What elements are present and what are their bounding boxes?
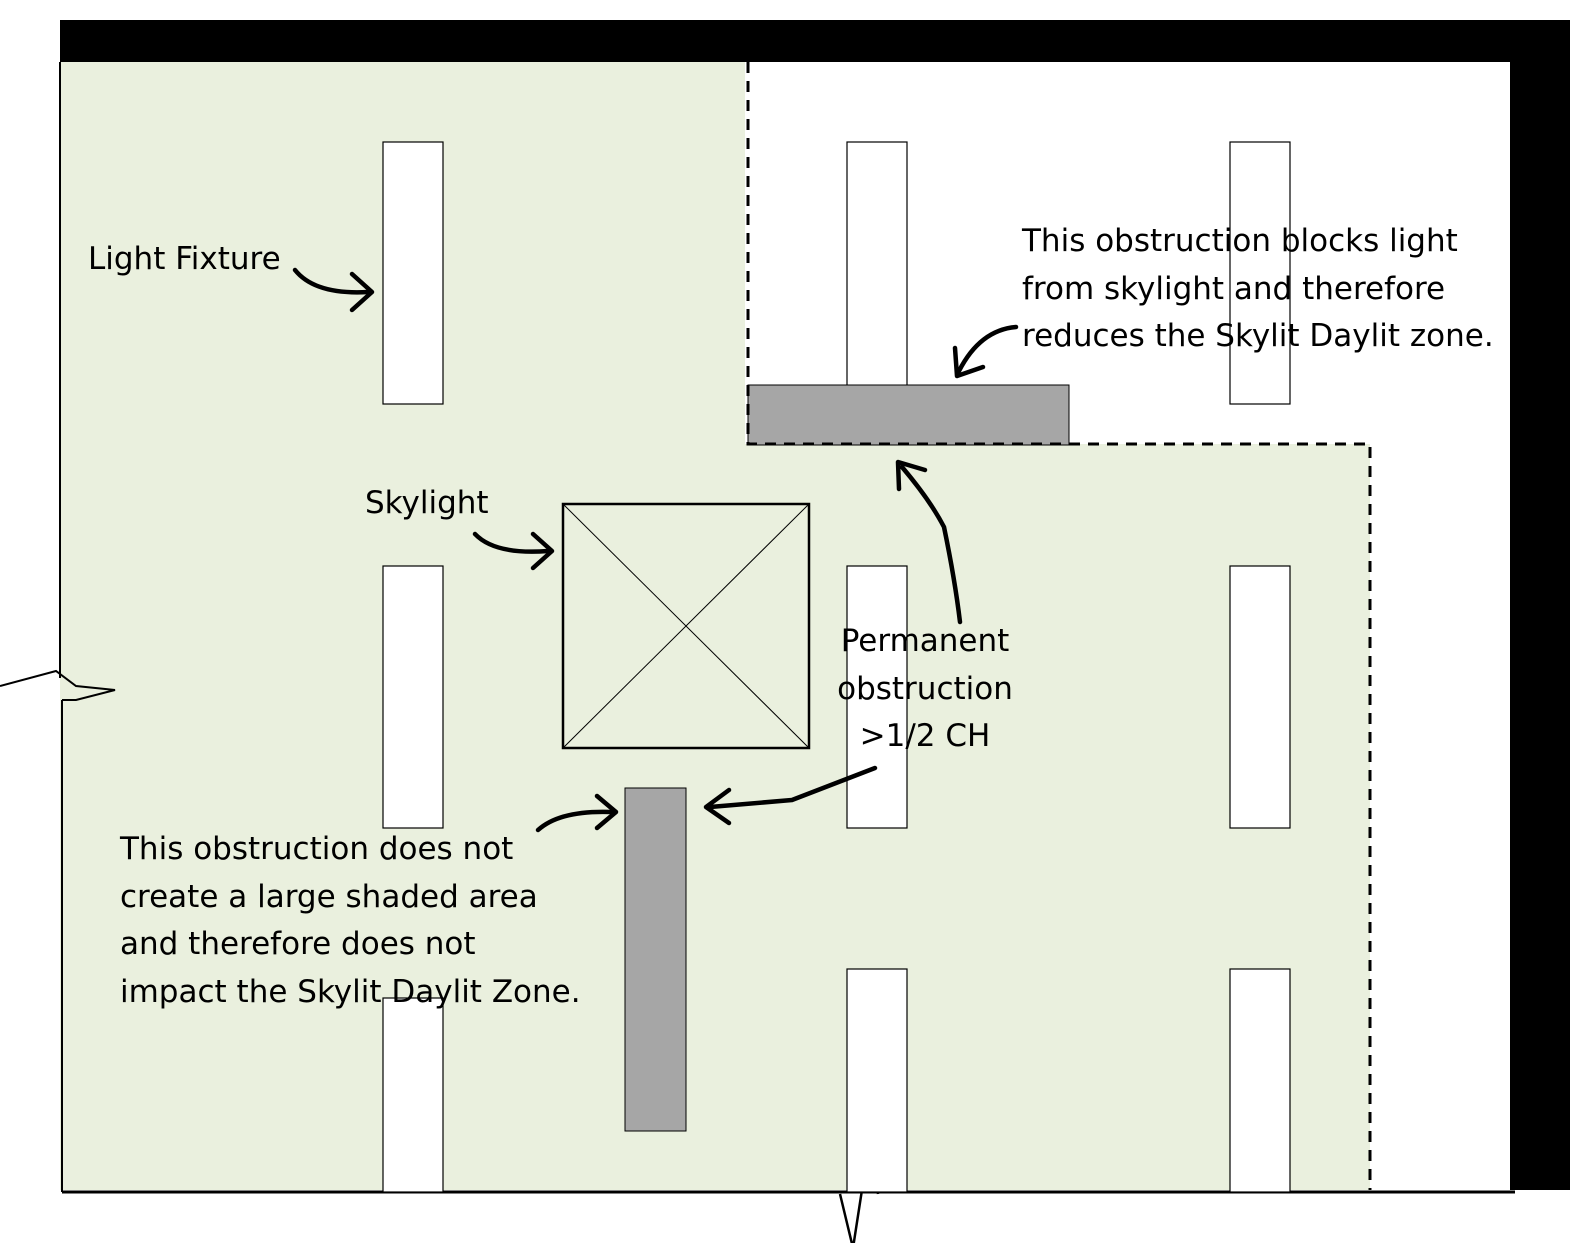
callout-arrows	[292, 267, 1019, 833]
light-fixture-icon	[382, 997, 444, 1193]
arrow-permanent-obstruction-up	[895, 459, 963, 625]
arrow-bottom-obstruction	[535, 793, 619, 833]
note-line: from skylight and therefore	[1022, 270, 1446, 307]
note-line: create a large shaded area	[120, 878, 538, 915]
permanent-obstruction-label: Permanent obstruction >1/2 CH	[815, 618, 1035, 761]
light-fixture-icon	[382, 565, 444, 829]
top-obstruction	[747, 384, 1070, 446]
bottom-obstruction	[624, 787, 687, 1132]
light-fixture-icon	[1229, 968, 1291, 1193]
right-wall	[1510, 20, 1570, 1190]
light-fixture-icon	[1229, 141, 1291, 405]
note-line: This obstruction blocks light	[1022, 223, 1458, 259]
note-line: impact the Skylit Daylit Zone.	[120, 973, 581, 1010]
skylight-icon	[561, 502, 811, 750]
note-line: This obstruction does not	[120, 831, 514, 867]
light-fixtures	[382, 141, 1291, 1193]
light-fixture-icon	[846, 565, 908, 829]
left-break-mark	[0, 669, 116, 701]
light-fixture-icon	[846, 141, 908, 405]
daylit-zone-boundary	[746, 62, 1372, 1190]
light-fixture-label: Light Fixture	[88, 241, 281, 277]
skylight-label: Skylight	[365, 485, 489, 521]
bottom-obstruction-note: This obstruction does not create a large…	[120, 826, 581, 1016]
arrow-skylight	[472, 531, 555, 571]
arrow-permanent-obstruction-left	[703, 765, 878, 826]
note-line: and therefore does not	[120, 926, 476, 962]
arrow-light-fixture	[292, 267, 375, 313]
light-fixture-icon	[846, 968, 908, 1193]
light-fixture-icon	[1229, 565, 1291, 829]
arrow-top-obstruction	[952, 324, 1019, 379]
top-wall	[60, 20, 1570, 62]
light-fixture-icon	[382, 141, 444, 405]
top-obstruction-note: This obstruction blocks light from skyli…	[1022, 218, 1494, 361]
label-line: >1/2 CH	[859, 718, 991, 754]
note-line: reduces the Skylit Daylit zone.	[1022, 318, 1494, 354]
label-line: Permanent	[840, 623, 1010, 659]
label-line: obstruction	[837, 670, 1013, 707]
